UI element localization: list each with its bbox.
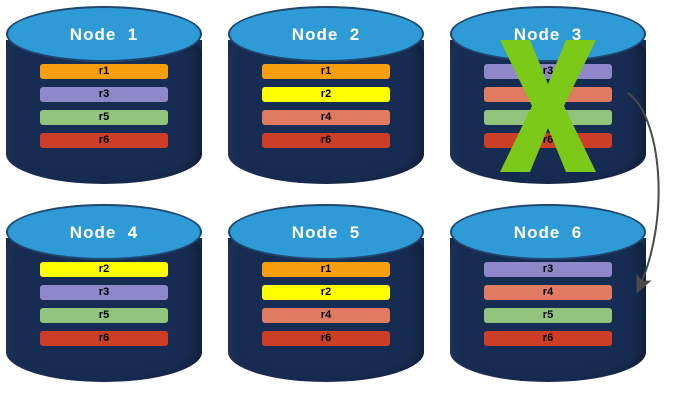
cylinder-top <box>6 204 202 260</box>
replica-bar[interactable]: r3 <box>40 87 168 102</box>
node-cylinder-6[interactable]: Node 6 r3 r4 r5 r6 <box>450 204 646 386</box>
replica-list: r1 r2 r4 r6 <box>262 262 390 346</box>
replica-bar[interactable]: r1 <box>262 64 390 79</box>
node-title: Node 6 <box>513 223 583 242</box>
replica-bar[interactable]: r6 <box>484 133 612 148</box>
replica-bar[interactable]: r3 <box>484 64 612 79</box>
replica-bar[interactable]: r6 <box>262 133 390 148</box>
replica-bar[interactable]: r4 <box>262 110 390 125</box>
replica-bar[interactable]: r5 <box>484 110 612 125</box>
replica-bar[interactable]: r3 <box>484 262 612 277</box>
node-title: Node 4 <box>69 223 139 242</box>
replica-bar[interactable]: r2 <box>262 285 390 300</box>
node-cylinder-5[interactable]: Node 5 r1 r2 r4 r6 <box>228 204 424 386</box>
replica-list: r1 r3 r5 r6 <box>40 64 168 148</box>
replica-bar[interactable]: r1 <box>40 64 168 79</box>
replica-bar[interactable]: r6 <box>262 331 390 346</box>
node-cylinder-4[interactable]: Node 4 r2 r3 r5 r6 <box>6 204 202 386</box>
replica-bar[interactable]: r5 <box>484 308 612 323</box>
replica-bar[interactable]: r4 <box>262 308 390 323</box>
replica-bar[interactable]: r2 <box>262 87 390 102</box>
replica-bar[interactable]: r6 <box>40 133 168 148</box>
node-title: Node 5 <box>291 223 361 242</box>
replica-list: r1 r2 r4 r6 <box>262 64 390 148</box>
replica-bar[interactable]: r5 <box>40 110 168 125</box>
replica-bar[interactable]: r5 <box>40 308 168 323</box>
replica-bar[interactable]: r4 <box>484 285 612 300</box>
node-cylinder-2[interactable]: Node 2 r1 r2 r4 r6 <box>228 6 424 188</box>
node-title: Node 2 <box>291 25 361 44</box>
cylinder-top <box>228 6 424 62</box>
replica-list: r3 r4 r5 r6 <box>484 262 612 346</box>
replica-bar[interactable]: r6 <box>40 331 168 346</box>
node-title: Node 1 <box>69 25 139 44</box>
replica-bar[interactable]: r3 <box>40 285 168 300</box>
replica-list: r3 r4 r5 r6 <box>484 64 612 148</box>
replica-bar[interactable]: r2 <box>40 262 168 277</box>
node-cylinder-1[interactable]: Node 1 r1 r3 r5 r6 <box>6 6 202 188</box>
replica-bar[interactable]: r6 <box>484 331 612 346</box>
cylinder-top <box>6 6 202 62</box>
cylinder-top <box>450 204 646 260</box>
replica-bar[interactable]: r1 <box>262 262 390 277</box>
node-cylinder-3[interactable]: Node 3 r3 r4 r5 r6 <box>450 6 646 188</box>
node-title: Node 3 <box>513 25 583 44</box>
replica-list: r2 r3 r5 r6 <box>40 262 168 346</box>
replica-bar[interactable]: r4 <box>484 87 612 102</box>
cylinder-top <box>228 204 424 260</box>
